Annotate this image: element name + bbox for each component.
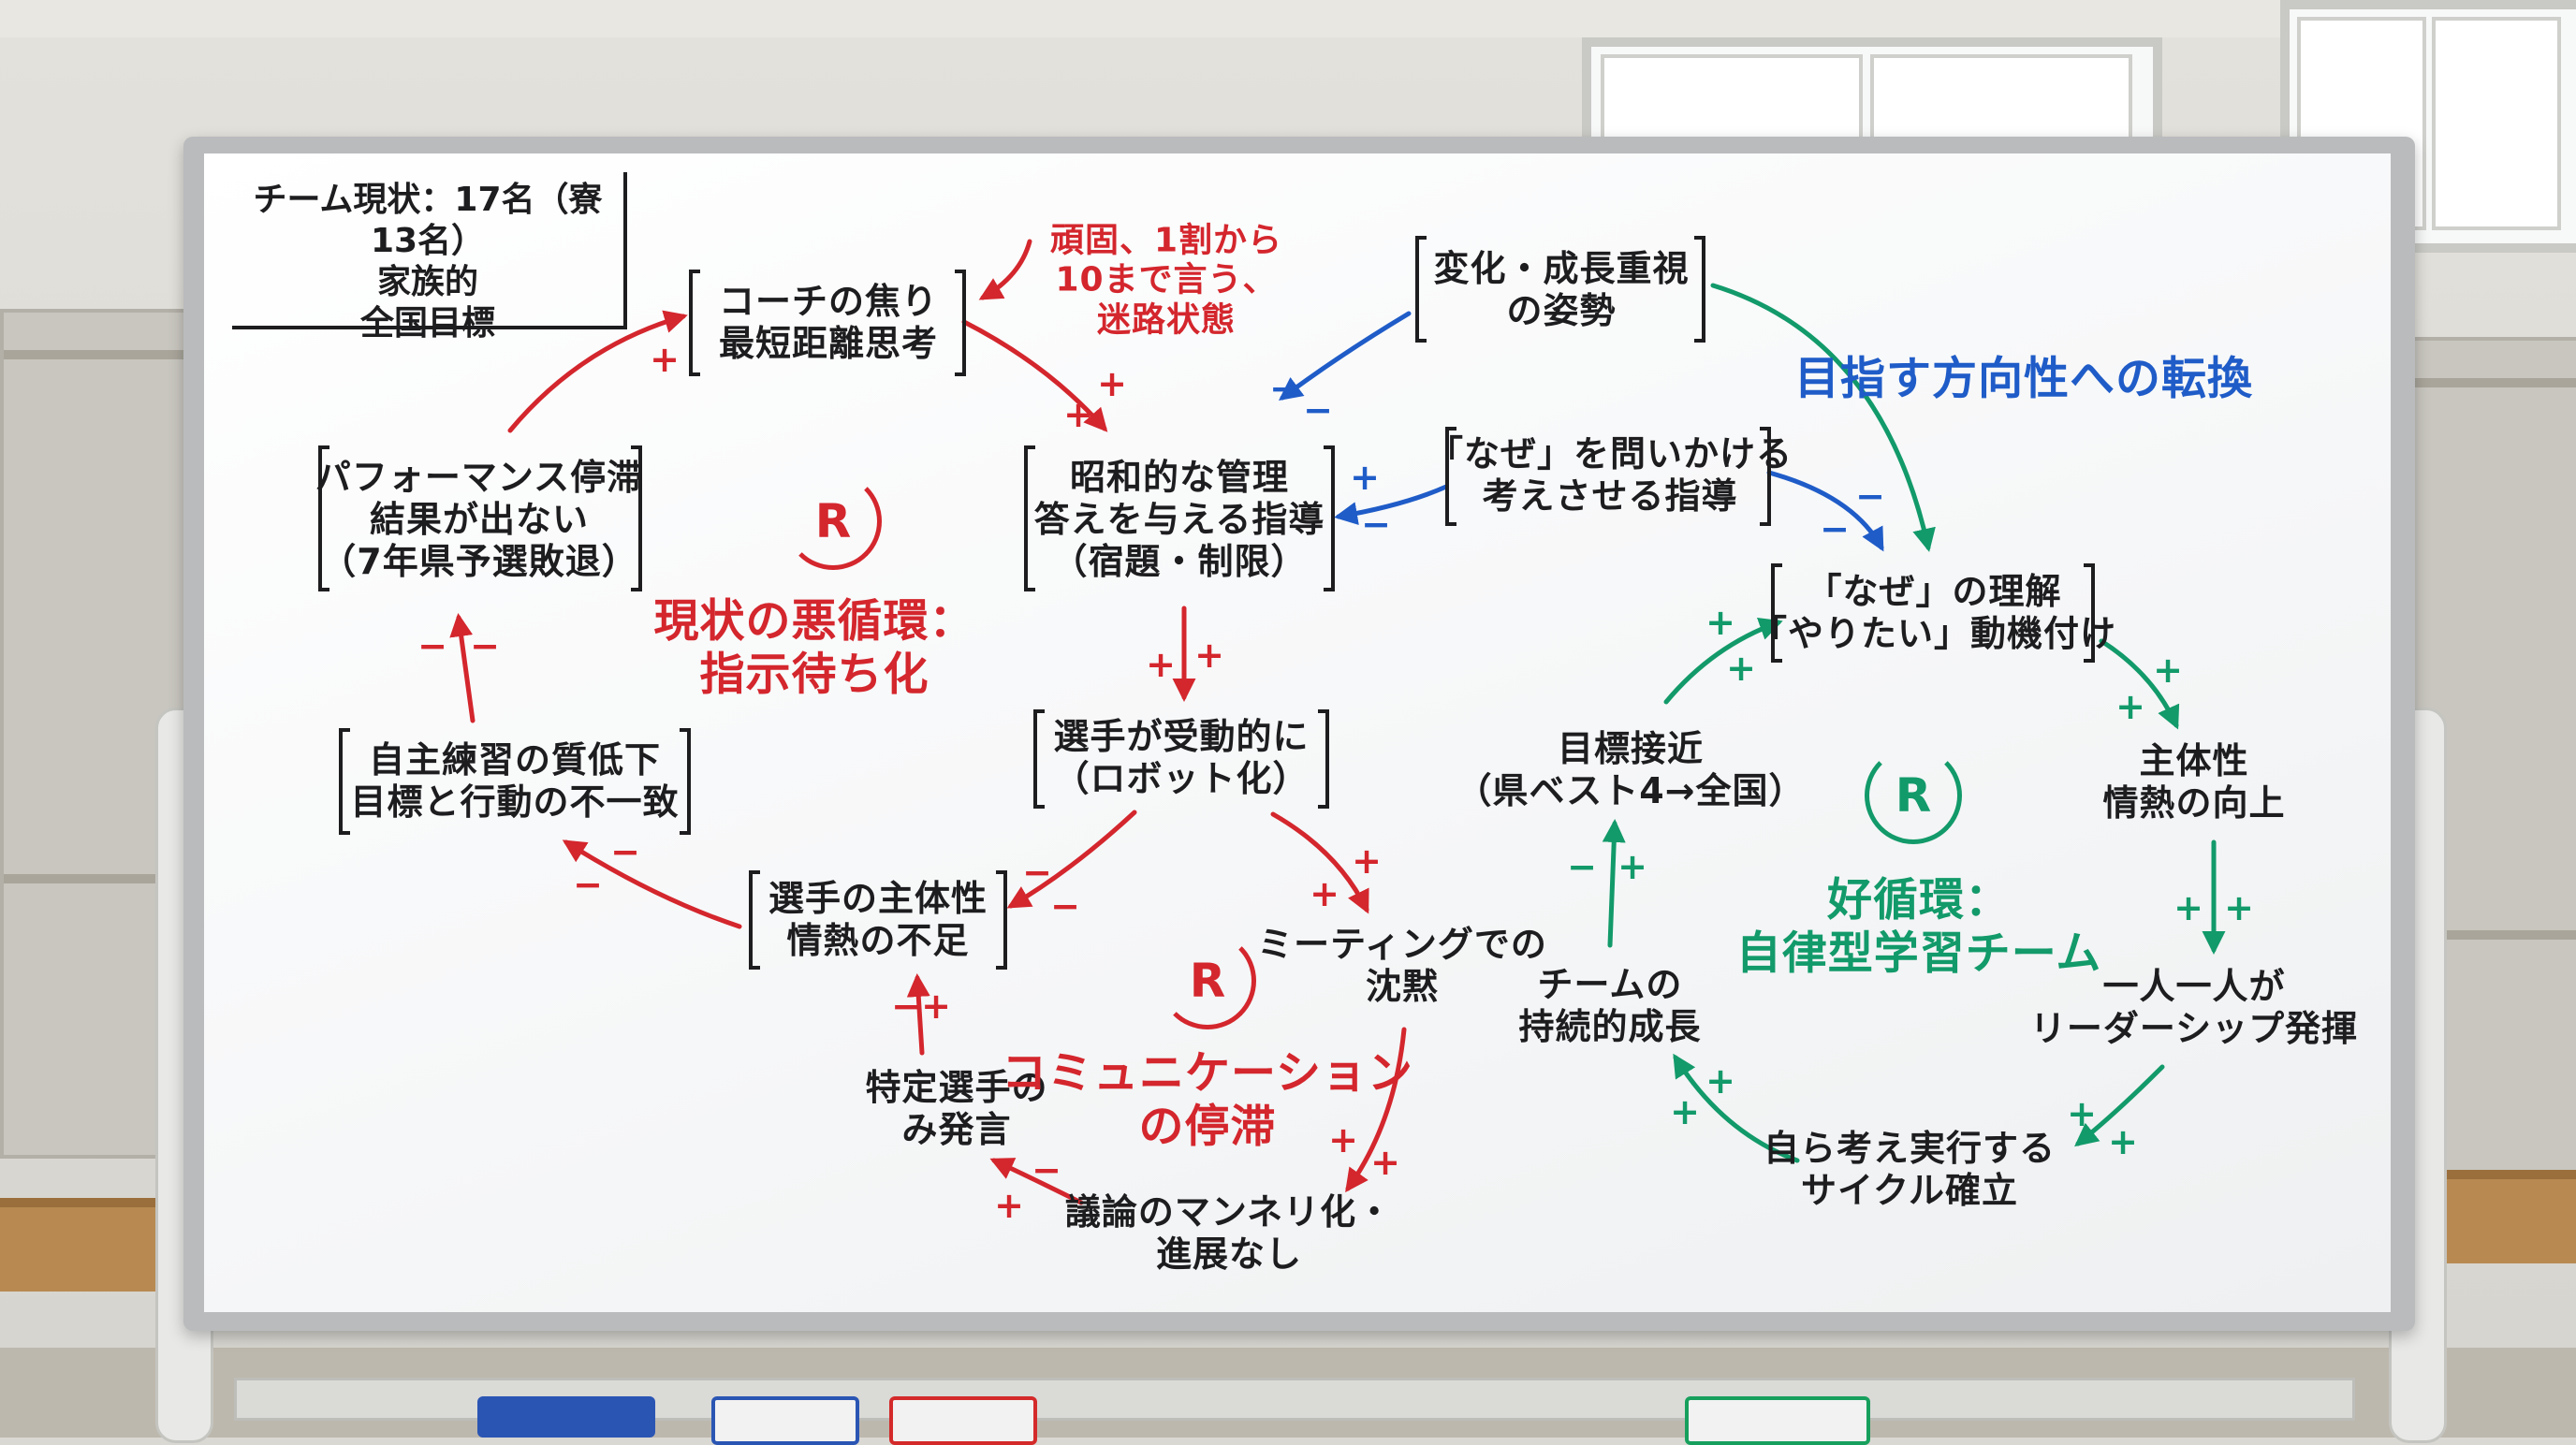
whiteboard-surface [204, 153, 2391, 1312]
sign-minus: − [1303, 389, 1333, 431]
arrow-note-coach [978, 239, 1032, 300]
node-practice-decline: 自主練習の質低下 目標と行動の不一致 [350, 739, 680, 823]
sign-minus: − [1269, 368, 1299, 409]
node-lack-of-initiative: 選手の主体性 情熱の不足 [768, 878, 988, 961]
sign-plus: + [1063, 394, 1093, 435]
node-change-growth: 変化・成長重視 の姿勢 [1433, 248, 1690, 331]
arrow-sustain-goal [1602, 819, 1626, 948]
arrow-change-nazeu [1710, 283, 1936, 552]
node-self-cycle: 自ら考え実行する サイクル確立 [1763, 1128, 2056, 1211]
sign-plus: + [1328, 1119, 1358, 1160]
sign-plus: + [1146, 644, 1176, 685]
sign-plus: + [2224, 887, 2254, 928]
sign-plus: + [1352, 840, 1382, 882]
arrow-nazeq-nazeu [1766, 470, 1884, 552]
sign-minus: − [1022, 852, 1052, 893]
node-specific-players-speak: 特定選手の み発言 [865, 1067, 1048, 1150]
sign-plus: + [1097, 363, 1127, 404]
team-status-text: チーム現状：17名（寮13名） 家族的 全国目標 [253, 181, 603, 343]
node-discussion-rut: 議論のマンネリ化・ 進展なし [1064, 1191, 1394, 1275]
arrow-specific-lack [906, 973, 930, 1056]
sign-plus: + [2153, 650, 2183, 691]
sign-plus: + [1705, 1060, 1735, 1102]
note-stubborn: 頑固、1割から 10まで言う、 迷路状態 [1049, 221, 1283, 340]
node-coach-impatience: コーチの焦り 最短距離思考 [718, 281, 939, 364]
arrow-practice-perf [449, 613, 476, 723]
arrow-passive-lack [1006, 810, 1137, 909]
node-passive-players: 選手が受動的に （ロボット化） [1053, 716, 1310, 799]
eraser [477, 1396, 655, 1438]
arrow-cycle-sustain [1673, 1053, 1800, 1163]
node-leadership: 一人一人が リーダーシップ発揮 [2029, 966, 2359, 1049]
arrow-coach-showa [961, 319, 1108, 432]
sign-plus: + [994, 1185, 1024, 1226]
sign-minus: − [1820, 508, 1850, 549]
sign-plus: + [2115, 686, 2145, 727]
sign-plus: + [1350, 457, 1380, 498]
sign-minus: − [573, 864, 603, 905]
node-showa-management: 昭和的な管理 答えを与える指導 （宿題・制限） [1033, 456, 1325, 582]
sign-minus: − [1361, 504, 1391, 545]
sign-plus: + [1705, 602, 1735, 643]
node-ask-why: 「なぜ」を問いかける 考えさせる指導 [1427, 433, 1793, 517]
arrow-meeting-mannerism [1345, 1027, 1407, 1193]
bench-left [0, 1198, 178, 1292]
arrow-mannerism-specific [989, 1158, 1084, 1205]
sign-plus: + [1617, 846, 1647, 887]
loop-r-virtuous: R [1865, 747, 1962, 844]
arrow-leadership-cycle [2074, 1064, 2165, 1147]
loop-r-communication: R [1159, 932, 1256, 1029]
marker-red [889, 1396, 1037, 1445]
node-sustained-growth: チームの 持続的成長 [1518, 964, 1702, 1047]
arrow-nazeq-showa [1334, 484, 1449, 525]
sign-plus: + [1194, 635, 1224, 676]
node-meeting-silence: ミーティングでの 沈黙 [1257, 924, 1547, 1007]
sign-minus: − [891, 985, 921, 1027]
sign-minus: − [1855, 475, 1885, 517]
loop-title-direction: 目指す方向性への転換 [1793, 352, 2254, 405]
loop-title-vicious: 現状の悪循環： 指示待ち化 [653, 594, 975, 700]
sign-minus: − [1032, 1149, 1061, 1190]
sign-plus: + [650, 339, 680, 380]
node-performance-stagnation: パフォーマンス停滞 結果が出ない （7年県予選敗退） [315, 456, 644, 582]
sign-plus: + [1726, 648, 1756, 689]
sign-minus: − [417, 625, 447, 666]
team-status-box [232, 172, 627, 329]
arrow-perf-coach [507, 310, 688, 433]
sign-plus: + [921, 985, 951, 1027]
arrow-change-showa [1278, 311, 1412, 401]
sign-minus: − [470, 625, 500, 666]
sign-minus: − [1050, 885, 1080, 927]
sign-plus: + [2174, 887, 2203, 928]
loop-title-communication: コミュニケーション の停滞 [1001, 1046, 1414, 1152]
node-understand-why: 「なぜ」の理解 「やりたい」動機付け [1750, 571, 2117, 654]
arrow-lack-practice [562, 839, 742, 929]
sign-minus: − [610, 831, 640, 872]
sign-plus: + [1310, 873, 1339, 914]
arrow-nazeu-subjectivity [2099, 638, 2180, 730]
sign-plus: + [2067, 1093, 2097, 1134]
arrow-passive-meeting [1270, 811, 1369, 914]
node-initiative-up: 主体性 情熱の向上 [2102, 740, 2286, 824]
loop-title-virtuous: 好循環： 自律型学習チーム [1735, 873, 2102, 979]
sign-minus: − [1567, 846, 1597, 887]
marker-green [1685, 1396, 1870, 1445]
loop-r-vicious: R [784, 473, 882, 570]
node-brackets [318, 236, 2095, 970]
node-goal-approach: 目標接近 （県ベスト4→全国） [1456, 728, 1806, 811]
arrow-goal-nazeu [1663, 617, 1783, 705]
sign-plus: + [1670, 1091, 1700, 1132]
sign-plus: + [2108, 1121, 2138, 1162]
sign-plus: + [1370, 1142, 1400, 1183]
